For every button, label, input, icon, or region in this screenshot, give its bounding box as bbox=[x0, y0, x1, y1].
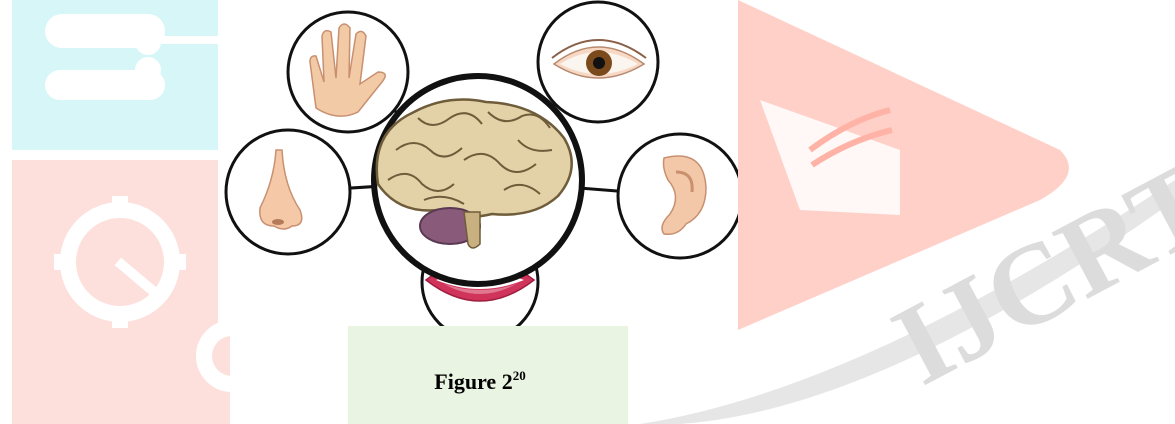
five-senses-figure bbox=[218, 0, 738, 326]
caption-label: Figure 2 bbox=[434, 369, 512, 394]
brain-icon bbox=[374, 76, 582, 284]
nose-icon bbox=[226, 130, 350, 254]
ear-icon bbox=[618, 134, 738, 258]
eye-icon bbox=[538, 2, 658, 122]
hand-icon bbox=[288, 12, 408, 132]
caption-reference: 20 bbox=[513, 368, 526, 383]
figure-caption: Figure 220 bbox=[400, 368, 560, 395]
